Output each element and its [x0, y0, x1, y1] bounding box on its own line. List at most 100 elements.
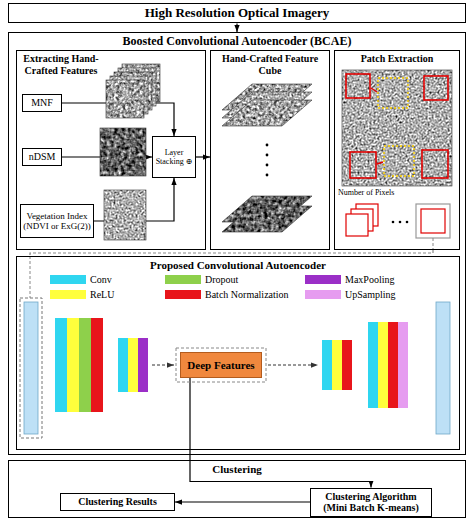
conv-layer: [322, 340, 332, 390]
legend-item: MaxPooling: [305, 274, 394, 286]
patch-frame: [416, 204, 450, 238]
conv-layer: [55, 318, 67, 412]
legend-label: Batch Normalization: [205, 289, 289, 301]
mnf-image: [106, 80, 144, 118]
feature-box: MNF: [22, 94, 62, 112]
legend-item: Dropout: [165, 274, 238, 286]
cube-layer: [222, 206, 312, 232]
flow-arrow: [236, 23, 237, 32]
image-frame: [104, 190, 146, 240]
patch-window: [422, 150, 448, 178]
feature-box: nDSM: [22, 148, 62, 166]
batchnorm-layer: [91, 318, 103, 412]
relu-layer: [378, 322, 388, 408]
ellipsis-dot: [266, 164, 269, 167]
ellipsis-dot: [406, 221, 409, 224]
patch-window: [424, 76, 448, 100]
stacking-box: Layer Stacking ⊕: [152, 136, 196, 178]
cube-layer-frame: [222, 100, 312, 126]
cube-panel: Hand-Crafted Feature Cube: [210, 50, 330, 250]
relu-layer: [67, 318, 79, 412]
framework-panel: Boosted Convolutional Autoencoder (BCAE)…: [8, 32, 466, 455]
legend-item: Conv: [50, 274, 112, 286]
upsampling-layer: [398, 322, 408, 408]
image-frame: [106, 80, 144, 118]
output-layer: [436, 302, 450, 434]
ellipsis-dot: [399, 221, 402, 224]
patch-square: [421, 209, 445, 233]
panel-heading: Hand-Crafted Feature Cube: [211, 53, 329, 76]
legend-label: ReLU: [90, 289, 114, 301]
feature-panel: Extracting Hand-Crafted FeaturesMNFnDSMV…: [16, 50, 206, 250]
flow-arrow: [175, 501, 310, 502]
zoom-pointer: [377, 162, 383, 164]
box-label: MNF: [31, 97, 53, 109]
zoom-pointer: [371, 88, 377, 92]
batchnorm-layer: [388, 322, 398, 408]
vegetation-image: [104, 190, 146, 240]
zoom-window: [378, 78, 408, 108]
patch-panel: Patch Extraction: [334, 50, 460, 250]
box-label: High Resolution Optical Imagery: [145, 6, 330, 21]
flow-arrow: [190, 378, 371, 488]
legend-swatch: [50, 275, 86, 284]
algorithm-box: Clustering Algorithm (Mini Batch K-means…: [310, 488, 432, 517]
ellipsis-dot: [266, 144, 269, 147]
legend-item: UpSampling: [305, 289, 396, 301]
legend-swatch: [165, 290, 201, 299]
box-label: Layer Stacking ⊕: [155, 148, 193, 166]
clustering-panel: ClusteringClustering Results Clustering A…: [8, 460, 466, 518]
input-box: High Resolution Optical Imagery: [8, 3, 466, 24]
legend-swatch: [305, 275, 341, 284]
conv-layer: [368, 322, 378, 408]
flow-arrow: [268, 365, 318, 366]
batchnorm-layer: [342, 340, 352, 390]
image-frame: [100, 128, 146, 176]
legend-swatch: [50, 290, 86, 299]
ellipsis-dot: [266, 174, 269, 177]
patch-window: [346, 74, 370, 98]
box-label: Vegetation Index (NDVI or ExG(2)): [23, 211, 91, 232]
box-label: Clustering Algorithm (Mini Batch K-means…: [313, 491, 429, 514]
relu-layer: [332, 340, 342, 390]
legend-swatch: [165, 275, 201, 284]
legend-item: ReLU: [50, 289, 114, 301]
box-label: Clustering Results: [78, 496, 157, 508]
panel-heading: Proposed Convolutional Autoencoder: [150, 259, 326, 272]
cube-layer-frame: [222, 206, 312, 232]
dashed-lead: [433, 238, 434, 250]
patch-square: [346, 214, 368, 236]
conv-layer: [118, 338, 128, 392]
patch-window: [350, 152, 376, 178]
dropout-layer: [79, 318, 91, 412]
maxpool-layer: [138, 338, 148, 392]
panel-heading: Patch Extraction: [361, 53, 434, 65]
panel-heading: Boosted Convolutional Autoencoder (BCAE): [123, 35, 352, 49]
box-label: nDSM: [29, 151, 56, 163]
input-layer: [24, 302, 38, 434]
flow-arrow: [196, 156, 210, 157]
relu-layer: [128, 338, 138, 392]
legend-label: MaxPooling: [345, 274, 394, 286]
features-outline: [176, 348, 266, 382]
annotation-label: Number of Pixels: [338, 188, 394, 197]
legend-label: Conv: [90, 274, 112, 286]
features-box: Deep Features: [180, 352, 262, 378]
legend-item: Batch Normalization: [165, 289, 289, 301]
ndsm-image: [100, 128, 146, 176]
ellipsis-dot: [392, 221, 395, 224]
legend-label: Dropout: [205, 274, 238, 286]
ellipsis-dot: [266, 154, 269, 157]
feature-box: Vegetation Index (NDVI or ExG(2)): [20, 204, 94, 238]
result-box: Clustering Results: [60, 493, 175, 511]
panel-heading: Clustering: [212, 463, 262, 476]
dashed-lead: [30, 256, 31, 298]
autoencoder-panel: Proposed Convolutional AutoencoderDeep F…: [16, 256, 460, 450]
zoom-window: [384, 146, 414, 176]
legend-swatch: [305, 290, 341, 299]
legend-label: UpSampling: [345, 289, 396, 301]
input-outline: [20, 298, 42, 438]
flow-arrow: [152, 365, 174, 366]
box-label: Deep Features: [187, 359, 254, 372]
